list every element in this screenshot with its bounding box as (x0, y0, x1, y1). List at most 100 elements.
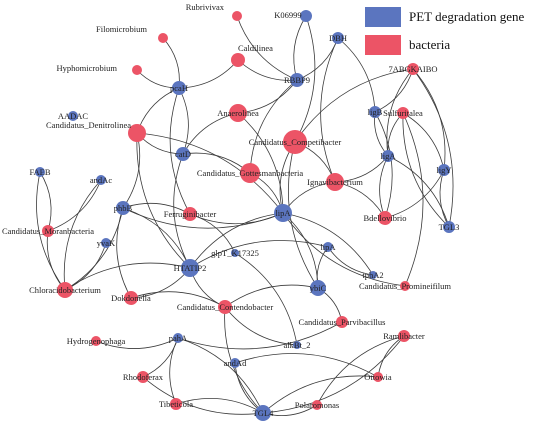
node-circle-glpt[interactable] (231, 249, 239, 257)
node-anaerolinea[interactable]: Anaerolinea (217, 104, 259, 122)
node-circle-aadac[interactable] (68, 111, 78, 121)
node-rhodoferax[interactable]: Rhodoferax (123, 371, 164, 383)
node-cand_competibacter[interactable]: Candidatus_Competibacter (249, 130, 342, 154)
node-circle-anaerolinea[interactable] (229, 104, 247, 122)
node-circle-polaromonas[interactable] (312, 400, 322, 410)
node-circle-bdellovibrio[interactable] (378, 211, 392, 225)
node-cand_moranbacteria[interactable]: Candidatus_Moranbacteria (2, 225, 94, 237)
node-circle-ligy[interactable] (438, 164, 450, 176)
node-faeb[interactable]: FAEB (29, 167, 51, 177)
node-circle-chloracidobacterium[interactable] (57, 282, 73, 298)
node-tgl4[interactable]: TGL4 (253, 405, 275, 421)
node-circle-ignavibacterium[interactable] (326, 173, 344, 191)
node-circle-caldilinea[interactable] (231, 53, 245, 67)
node-circle-phbb[interactable] (116, 201, 130, 215)
node-circle-ybic[interactable] (310, 280, 326, 296)
node-lipa[interactable]: lipA (274, 204, 292, 222)
node-hyphomicrobium[interactable]: Hyphomicrobium (57, 63, 142, 75)
node-circle-ottowia[interactable] (373, 372, 383, 382)
node-circle-cand_promineifilum[interactable] (400, 281, 410, 291)
node-htatip2[interactable]: HTATIP2 (174, 259, 207, 277)
node-ligb[interactable]: ligB (368, 106, 383, 118)
node-tpha2[interactable]: tphA2 (362, 270, 383, 280)
node-rbbp9[interactable]: RBBP9 (284, 73, 310, 87)
node-ottowia[interactable]: Ottowia (364, 372, 392, 382)
node-andad[interactable]: andAd (224, 358, 247, 368)
node-circle-ligb[interactable] (369, 106, 381, 118)
node-cand_denitrolinea[interactable]: Candidatus_Denitrolinea (46, 120, 146, 142)
node-circle-tibeticola[interactable] (170, 398, 182, 410)
node-caldilinea[interactable]: Caldilinea (231, 43, 273, 67)
node-circle-cand_moranbacteria[interactable] (42, 225, 54, 237)
node-ligy[interactable]: ligY (436, 164, 452, 176)
node-alkb[interactable]: alkBt_2 (284, 340, 311, 350)
node-circle-catd[interactable] (176, 147, 190, 161)
node-bdellovibrio[interactable]: Bdellovibrio (364, 211, 407, 225)
node-circle-cand_competibacter[interactable] (283, 130, 307, 154)
node-circle-ramlibacter[interactable] (398, 330, 410, 342)
node-cand_promineifilum[interactable]: Candidatus_Promineifilum (359, 281, 451, 291)
node-aadac[interactable]: AADAC (58, 111, 89, 121)
node-pcah[interactable]: pcaH (170, 81, 188, 95)
node-circle-lipa2[interactable] (323, 242, 333, 252)
node-circle-cand_contendobacter[interactable] (218, 300, 232, 314)
node-chloracidobacterium[interactable]: Chloracidobacterium (29, 282, 101, 298)
node-tgl3[interactable]: TGL3 (439, 221, 460, 233)
node-circle-cand_gottesmanbacteria[interactable] (240, 163, 260, 183)
node-circle-abgkaibo[interactable] (407, 63, 419, 75)
node-circle-tgl3[interactable] (443, 221, 455, 233)
node-circle-cand_parvibacillus[interactable] (336, 316, 348, 328)
node-circle-cand_denitrolinea[interactable] (128, 124, 146, 142)
node-circle-andac[interactable] (96, 175, 106, 185)
node-circle-faeb[interactable] (35, 167, 45, 177)
node-dokdonella[interactable]: Dokdonella (111, 291, 151, 305)
node-k06999[interactable]: K06999 (274, 10, 312, 22)
node-circle-yvak[interactable] (101, 238, 111, 248)
node-catd[interactable]: catD (175, 147, 191, 161)
node-polaromonas[interactable]: Polaromonas (295, 400, 339, 410)
node-yvak[interactable]: yvaK (97, 238, 116, 248)
node-circle-dokdonella[interactable] (124, 291, 138, 305)
node-dbh[interactable]: DBH (329, 32, 347, 44)
node-circle-htatip2[interactable] (181, 259, 199, 277)
node-filomicrobium[interactable]: Filomicrobium (96, 24, 168, 43)
node-cand_contendobacter[interactable]: Candidatus_Contendobacter (177, 300, 273, 314)
node-circle-liga[interactable] (382, 150, 394, 162)
node-circle-andad[interactable] (230, 358, 240, 368)
node-paha[interactable]: pahA (169, 333, 188, 343)
node-circle-rhodoferax[interactable] (137, 371, 149, 383)
node-circle-hydrogenophaga[interactable] (91, 336, 101, 346)
node-circle-dbh[interactable] (332, 32, 344, 44)
node-circle-paha[interactable] (173, 333, 183, 343)
node-lipa2[interactable]: lipA (320, 242, 336, 252)
node-abgkaibo[interactable]: 7ABGKAIBO (388, 63, 438, 75)
node-hydrogenophaga[interactable]: Hydrogenophaga (67, 336, 126, 346)
node-rubrivivax[interactable]: Rubrivivax (186, 2, 242, 21)
node-andac[interactable]: andAc (90, 175, 112, 185)
node-ramlibacter[interactable]: Ramlibacter (383, 330, 425, 342)
node-liga[interactable]: ligA (380, 150, 396, 162)
node-circle-rbbp9[interactable] (290, 73, 304, 87)
node-label-cand_parvibacillus: Candidatus_Parvibacillus (299, 317, 386, 327)
node-ferruginibacter[interactable]: Ferruginibacter (164, 207, 217, 221)
node-ybic[interactable]: ybiC (310, 280, 327, 296)
node-circle-sulfuritalea[interactable] (397, 107, 409, 119)
node-ignavibacterium[interactable]: Ignavibacterium (307, 173, 363, 191)
node-circle-ferruginibacter[interactable] (183, 207, 197, 221)
node-circle-tgl4[interactable] (255, 405, 271, 421)
node-cand_parvibacillus[interactable]: Candidatus_Parvibacillus (299, 316, 386, 328)
node-label-polaromonas: Polaromonas (295, 400, 339, 410)
node-cand_gottesmanbacteria[interactable]: Candidatus_Gottesmanbacteria (197, 163, 303, 183)
node-circle-filomicrobium[interactable] (158, 33, 168, 43)
node-sulfuritalea[interactable]: Sulfuritalea (383, 107, 423, 119)
node-circle-lipa[interactable] (274, 204, 292, 222)
node-circle-rubrivivax[interactable] (232, 11, 242, 21)
node-circle-alkb[interactable] (293, 341, 301, 349)
node-circle-hyphomicrobium[interactable] (132, 65, 142, 75)
node-circle-tpha2[interactable] (369, 271, 377, 279)
node-circle-pcah[interactable] (172, 81, 186, 95)
node-tibeticola[interactable]: Tibeticola (159, 398, 193, 410)
node-phbb[interactable]: phbB (114, 201, 133, 215)
node-glpt[interactable]: glpT_K17325 (211, 248, 259, 258)
node-circle-k06999[interactable] (300, 10, 312, 22)
